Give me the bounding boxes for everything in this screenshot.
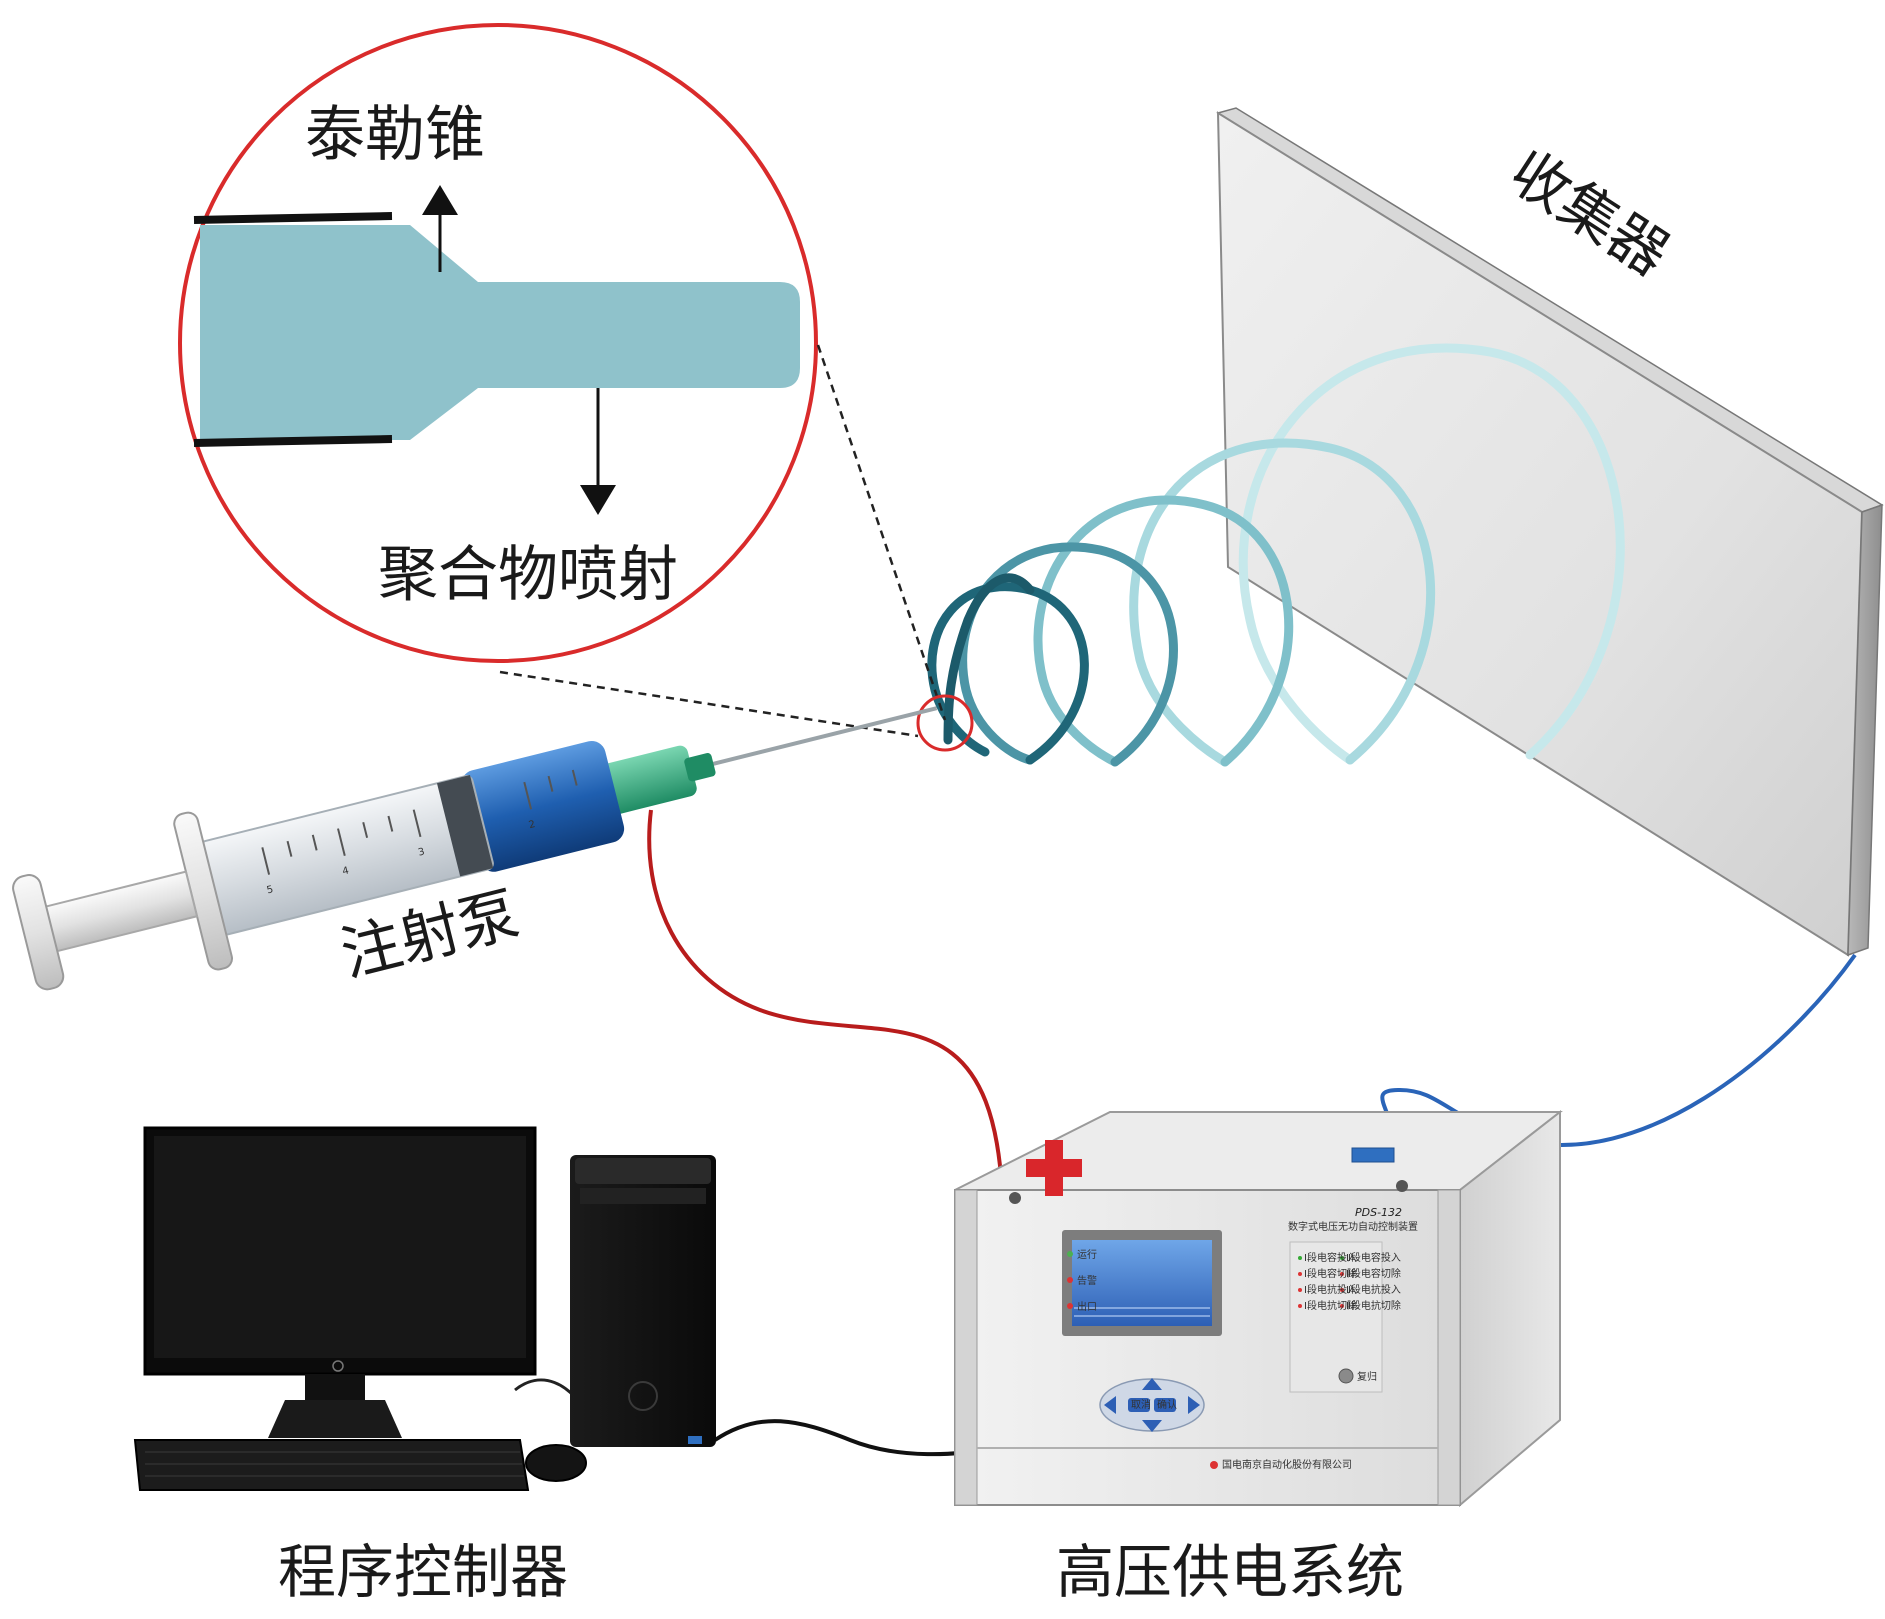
pc-tower-top	[575, 1158, 711, 1184]
cabinet-rack-right	[1438, 1190, 1460, 1505]
monitor-stand	[268, 1400, 402, 1438]
keyboard	[135, 1440, 528, 1490]
pc-tower-badge	[688, 1436, 702, 1444]
indicator-6: Ⅱ段电抗投入	[1346, 1283, 1401, 1296]
indicator-8: Ⅱ段电抗切除	[1346, 1299, 1401, 1312]
reset-button	[1339, 1369, 1353, 1383]
indicator-panel	[1290, 1242, 1382, 1392]
terminal-positive	[1009, 1192, 1021, 1204]
monitor-neck	[305, 1374, 365, 1402]
plunger-rod	[40, 872, 197, 953]
label-hv-supply: 高压供电系统	[1056, 1538, 1404, 1606]
nav-cancel-label: 取消	[1131, 1398, 1151, 1411]
label-polymer-jet: 聚合物喷射	[378, 540, 678, 610]
led-label-out: 出口	[1077, 1300, 1097, 1313]
indicator-4: Ⅱ段电容切除	[1346, 1267, 1401, 1280]
terminal-negative	[1396, 1180, 1408, 1192]
monitor-screen	[154, 1136, 526, 1358]
nav-pad: 取消 确认	[1100, 1378, 1204, 1432]
positive-wire	[649, 810, 1002, 1190]
mouse	[526, 1445, 586, 1481]
hv-supply-unit: 运行 告警 出口 PDS-132 数字式电压无功自动控制装置 Ⅰ段电容投入 Ⅱ段…	[955, 1112, 1560, 1505]
collector-face	[1218, 113, 1862, 955]
zoom-inset: 泰勒锥 聚合物喷射	[180, 25, 816, 661]
device-name: 数字式电压无功自动控制装置	[1288, 1220, 1418, 1233]
callout-line-top	[818, 345, 945, 720]
needle-wall-top	[194, 216, 392, 220]
minus-sign-icon	[1352, 1148, 1394, 1162]
device-company: 国电南京自动化股份有限公司	[1222, 1458, 1352, 1471]
nav-confirm-label: 确认	[1157, 1398, 1177, 1411]
data-cable	[715, 1421, 990, 1454]
led-label-run: 运行	[1077, 1248, 1097, 1261]
label-program-controller: 程序控制器	[278, 1538, 568, 1606]
syringe-needle	[686, 708, 936, 770]
cabinet-rack-left	[955, 1190, 977, 1505]
collector-plate	[1218, 108, 1882, 955]
label-taylor-cone: 泰勒锥	[305, 100, 485, 170]
pc-tower-bay	[580, 1188, 706, 1204]
program-controller-pc	[135, 1128, 716, 1490]
company-logo-icon	[1210, 1461, 1218, 1469]
label-collector: 收集器	[1498, 137, 1681, 289]
needle-wall-bottom	[194, 439, 392, 443]
reset-label: 复归	[1357, 1370, 1377, 1383]
device-model: PDS-132	[1355, 1206, 1402, 1219]
indicator-2: Ⅱ段电容投入	[1346, 1251, 1401, 1264]
syringe: 5 4 3 2 注射泵	[5, 631, 956, 1014]
led-label-alarm: 告警	[1077, 1274, 1097, 1287]
